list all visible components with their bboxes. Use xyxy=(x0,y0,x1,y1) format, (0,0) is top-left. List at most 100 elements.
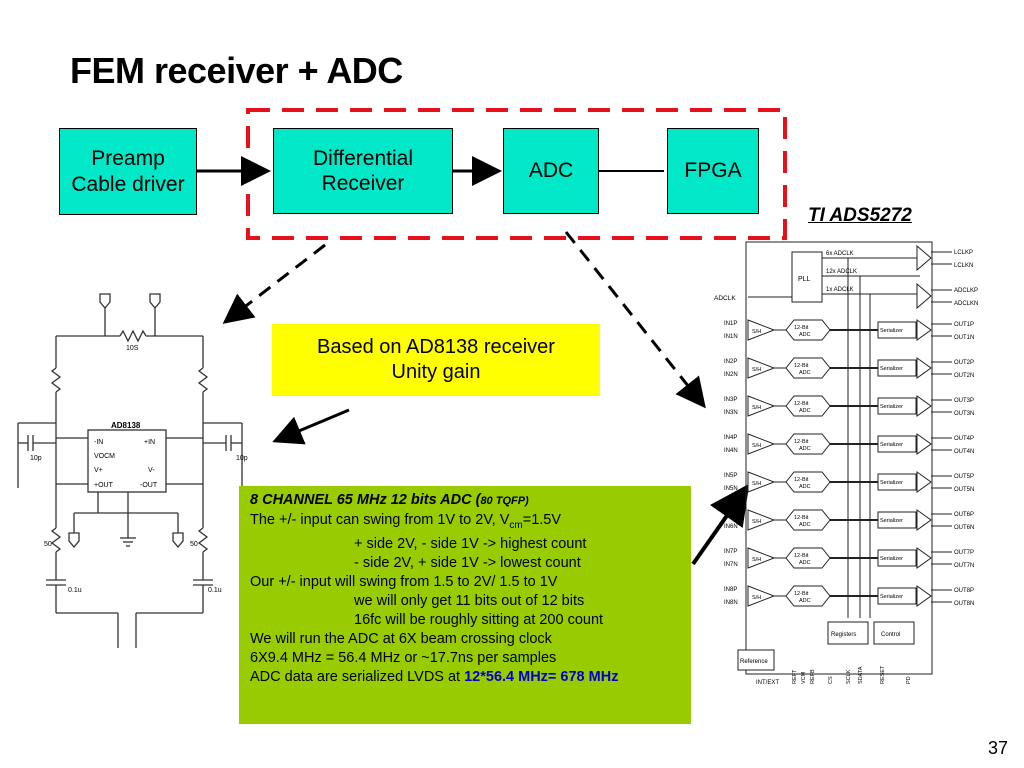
reference-label: Reference xyxy=(740,659,768,665)
clk-1x: 1x ADCLK xyxy=(826,287,854,293)
adc-notes-line6: 16fc will be roughly sitting at 200 coun… xyxy=(354,611,604,628)
adc-bits-6: 12-Bit xyxy=(794,515,809,521)
page-number: 37 xyxy=(987,738,1008,758)
adc-label-4: ADC xyxy=(799,446,811,452)
fpga-block: FPGA xyxy=(667,128,759,214)
adclk-label: ADCLK xyxy=(714,295,736,302)
in-n-label-8: IN8N xyxy=(724,600,738,606)
adc-bits-5: 12-Bit xyxy=(794,477,809,483)
out-p-label-7: OUT7P xyxy=(954,550,974,556)
serializer-5 xyxy=(877,473,917,491)
out-p-label-2: OUT2P xyxy=(954,360,974,366)
lclk-p-label: LCLKP xyxy=(954,250,973,256)
out-driver-1 xyxy=(916,319,932,341)
preamp-label: Preamp Cable driver xyxy=(71,147,185,196)
clk-6x: 6x ADCLK xyxy=(826,251,854,257)
in-n-label-4: IN4N xyxy=(724,448,738,454)
ti-ads5272-label: TI ADS5272 xyxy=(808,205,912,226)
cap-01-right: 0.1u xyxy=(208,587,222,594)
sh-amp-6 xyxy=(747,509,776,531)
pin-vcm: VCM xyxy=(801,671,807,684)
lclk-n-label: LCLKN xyxy=(954,263,973,269)
fpga-label: FPGA xyxy=(684,159,742,183)
in-p-label-8: IN8P xyxy=(724,587,737,593)
pin-vplus: V+ xyxy=(94,467,103,474)
pin-refb: REFB xyxy=(810,669,816,684)
arrow-to-ads-input xyxy=(691,483,750,566)
serializer-6 xyxy=(877,511,917,529)
serializer-label-6: Serializer xyxy=(880,518,903,524)
out-n-label-8: OUT8N xyxy=(954,601,974,607)
adc-notes-line9: ADC data are serialized LVDS at 12*56.4 … xyxy=(250,668,619,685)
adc-notes-line1: The +/- input can swing from 1V to 2V, V… xyxy=(250,512,562,531)
adc-bits-2: 12-Bit xyxy=(794,363,809,369)
sh-label-8: S/H xyxy=(752,595,761,601)
serializer-label-8: Serializer xyxy=(880,594,903,600)
serializer-label-2: Serializer xyxy=(880,366,903,372)
out-driver-6 xyxy=(916,509,932,531)
serializer-1 xyxy=(877,321,917,339)
registers-label: Registers xyxy=(831,632,856,638)
pin-plus-out: +OUT xyxy=(94,482,114,489)
cap-left-label: 10p xyxy=(30,455,42,462)
diff-receiver-label: Differential Receiver xyxy=(313,146,413,195)
sh-label-7: S/H xyxy=(752,557,761,563)
serializer-label-1: Serializer xyxy=(880,328,903,334)
pin-vocm: VOCM xyxy=(94,453,115,460)
in-n-label-7: IN7N xyxy=(724,562,738,568)
adc-label-2: ADC xyxy=(799,370,811,376)
in-n-label-2: IN2N xyxy=(724,372,738,378)
in-p-label-5: IN5P xyxy=(724,473,737,479)
pin-int-ext: INT/EXT xyxy=(756,680,779,686)
receiver-note-line1: Based on AD8138 receiver xyxy=(317,336,555,358)
cap-right-label: 10p xyxy=(236,455,248,462)
out-n-label-4: OUT4N xyxy=(954,449,974,455)
sh-label-5: S/H xyxy=(752,481,761,487)
sh-amp-2 xyxy=(747,357,776,379)
adc-label-1: ADC xyxy=(799,332,811,338)
sh-label-2: S/H xyxy=(752,367,761,373)
ad8138-schematic: AD8138 -IN +IN VOCM V+ V- +OUT -OUT 10S … xyxy=(17,293,248,648)
out-driver-2 xyxy=(916,357,932,379)
out-p-label-5: OUT5P xyxy=(954,474,974,480)
in-p-label-7: IN7P xyxy=(724,549,737,555)
adc-bits-8: 12-Bit xyxy=(794,591,809,597)
adc-notes-header: 8 CHANNEL 65 MHz 12 bits ADC (80 TQFP) xyxy=(250,492,529,508)
serializer-3 xyxy=(877,397,917,415)
receiver-note-line2: Unity gain xyxy=(391,361,481,383)
dashed-arrow-left xyxy=(222,243,326,324)
in-p-label-4: IN4P xyxy=(724,435,737,441)
pin-minus-in: -IN xyxy=(94,439,103,446)
in-n-label-3: IN3N xyxy=(724,410,738,416)
adc-block: ADC xyxy=(503,128,599,214)
pin-vminus: V- xyxy=(148,467,155,474)
out-n-label-2: OUT2N xyxy=(954,373,974,379)
cap-01-left: 0.1u xyxy=(68,587,82,594)
res-50-left: 50 xyxy=(44,541,52,548)
out-p-label-6: OUT6P xyxy=(954,512,974,518)
out-p-label-1: OUT1P xyxy=(954,322,974,328)
in-n-label-5: IN5N xyxy=(724,486,738,492)
adc-label-5: ADC xyxy=(799,484,811,490)
resistor-label: 10S xyxy=(126,345,139,352)
serializer-7 xyxy=(877,549,917,567)
serializer-8 xyxy=(877,587,917,605)
sh-label-6: S/H xyxy=(752,519,761,525)
out-driver-8 xyxy=(916,585,932,607)
pin-sdata: SDATA xyxy=(858,666,864,684)
adc-notes-box: 8 CHANNEL 65 MHz 12 bits ADC (80 TQFP) T… xyxy=(239,486,691,724)
pin-plus-in: +IN xyxy=(144,439,155,446)
serializer-2 xyxy=(877,359,917,377)
adc-bits-4: 12-Bit xyxy=(794,439,809,445)
clk-12x: 12x ADCLK xyxy=(826,269,857,275)
adc-notes-line3: - side 2V, + side 1V -> lowest count xyxy=(354,554,581,571)
sh-label-4: S/H xyxy=(752,443,761,449)
out-p-label-4: OUT4P xyxy=(954,436,974,442)
out-n-label-7: OUT7N xyxy=(954,563,974,569)
adc-notes-line4: Our +/- input will swing from 1.5 to 2V/… xyxy=(250,573,558,590)
ads5272-block-diagram: S/H12-BitADCSerializerOUT1POUT1NIN1PIN1N… xyxy=(714,241,978,686)
in-p-label-2: IN2P xyxy=(724,359,737,365)
dashed-arrow-right xyxy=(564,231,706,409)
in-n-label-6: IN6N xyxy=(724,524,738,530)
slide-title: FEM receiver + ADC xyxy=(70,50,403,91)
